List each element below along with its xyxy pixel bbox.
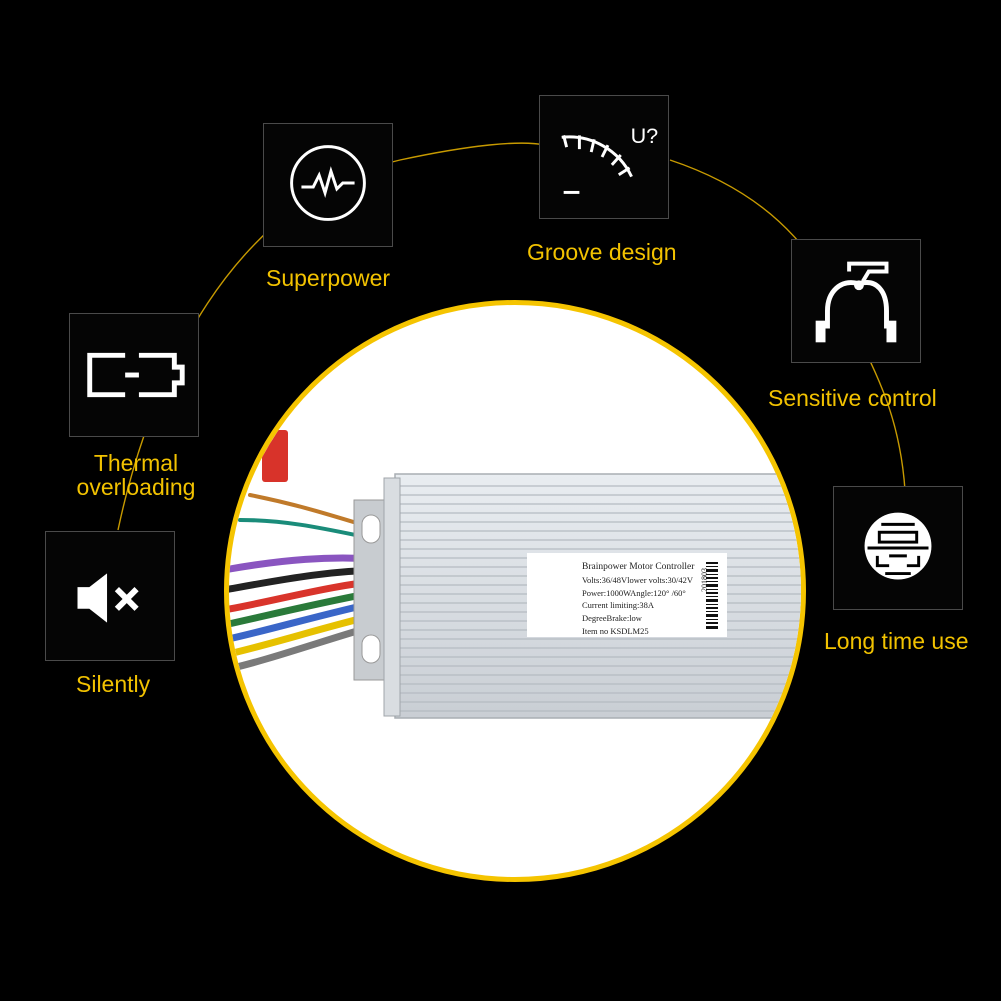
- label-line-4: Current limiting:38A: [582, 600, 655, 610]
- silently-label: Silently: [76, 671, 151, 697]
- gauge-icon: U?: [561, 123, 659, 194]
- thermal-overloading-tile: [69, 313, 199, 437]
- gauge-icon-text: U?: [631, 123, 659, 148]
- thermal-overloading-label-line-2: overloading: [76, 474, 196, 500]
- sensitive-control-tile: [791, 239, 921, 363]
- sensitive-control-label: Sensitive control: [768, 385, 937, 411]
- groove-design-label: Groove design: [527, 239, 677, 265]
- thermal-overloading-label-line-1: Thermal: [93, 450, 179, 476]
- groove-design-tile: U?: [539, 95, 669, 219]
- long-time-use-label: Long time use: [824, 628, 969, 654]
- label-line-6: Item no KSDLM25: [582, 626, 649, 636]
- label-line-5: DegreeBrake:low: [582, 613, 642, 623]
- label-line-2: Volts:36/48Vlower volts:30/42V: [582, 575, 694, 585]
- superpower-label: Superpower: [266, 265, 391, 291]
- pulse-circle-icon: [290, 145, 366, 221]
- brake-caliper-icon: [815, 261, 897, 343]
- battery-icon: [87, 352, 185, 398]
- label-line-1: Brainpower Motor Controller: [582, 562, 695, 572]
- barcode: [706, 562, 718, 629]
- product-spec-label: [527, 553, 727, 637]
- silently-tile: [45, 531, 175, 661]
- long-time-use-tile: [833, 486, 963, 610]
- mute-speaker-icon: [77, 573, 139, 623]
- thermal-overloading-label: Thermal overloading: [66, 451, 206, 499]
- circular-emblem-icon: [864, 512, 932, 580]
- superpower-tile: [263, 123, 393, 247]
- label-line-3: Power:1000WAngle:120° /60°: [582, 588, 686, 598]
